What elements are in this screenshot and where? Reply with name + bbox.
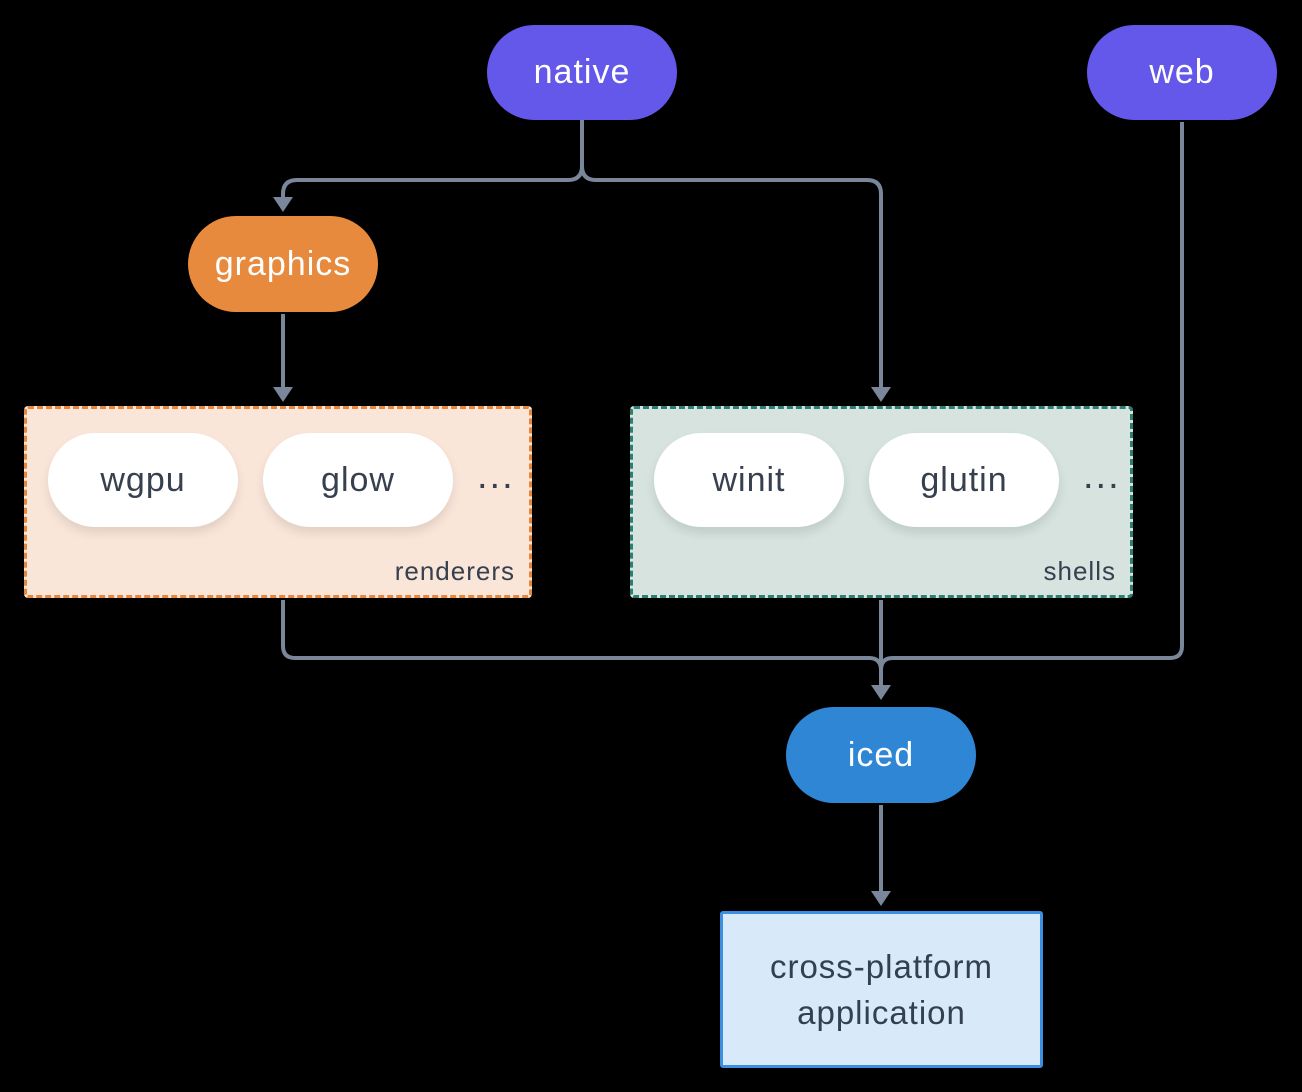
node-winit: winit	[654, 433, 844, 527]
arrowhead-graphics	[273, 197, 293, 212]
node-native-label: native	[533, 53, 631, 91]
group-renderers: wgpu glow ... renderers	[24, 406, 532, 598]
node-wgpu: wgpu	[48, 433, 238, 527]
node-web: web	[1087, 25, 1277, 120]
node-graphics-label: graphics	[214, 244, 352, 283]
renderers-ellipsis: ...	[477, 455, 515, 497]
arrowhead-shells	[871, 387, 891, 402]
edge-renderers-to-iced	[281, 600, 883, 671]
shells-ellipsis: ...	[1083, 455, 1121, 497]
arrowhead-renderers	[273, 387, 293, 402]
shells-group-label: shells	[1043, 556, 1116, 586]
node-glow-label: glow	[321, 460, 395, 499]
arrowhead-application	[871, 891, 891, 906]
node-web-label: web	[1149, 53, 1215, 91]
node-graphics: graphics	[188, 216, 378, 312]
node-iced: iced	[786, 707, 976, 803]
application-label-line2: application	[797, 993, 966, 1031]
node-glow: glow	[263, 433, 453, 527]
node-native: native	[487, 25, 677, 120]
node-wgpu-label: wgpu	[100, 460, 186, 499]
group-shells: winit glutin ... shells	[630, 406, 1133, 598]
arrowhead-iced	[871, 685, 891, 700]
node-winit-label: winit	[712, 460, 786, 499]
node-glutin-label: glutin	[920, 460, 1008, 499]
node-iced-label: iced	[847, 735, 915, 774]
node-glutin: glutin	[869, 433, 1059, 527]
renderers-group-label: renderers	[394, 556, 515, 586]
edge-native-to-graphics	[281, 120, 584, 197]
application-label-line1: cross-platform	[769, 947, 994, 985]
edge-native-to-shells	[580, 120, 883, 387]
node-cross-platform-application: cross-platform application	[720, 911, 1043, 1068]
